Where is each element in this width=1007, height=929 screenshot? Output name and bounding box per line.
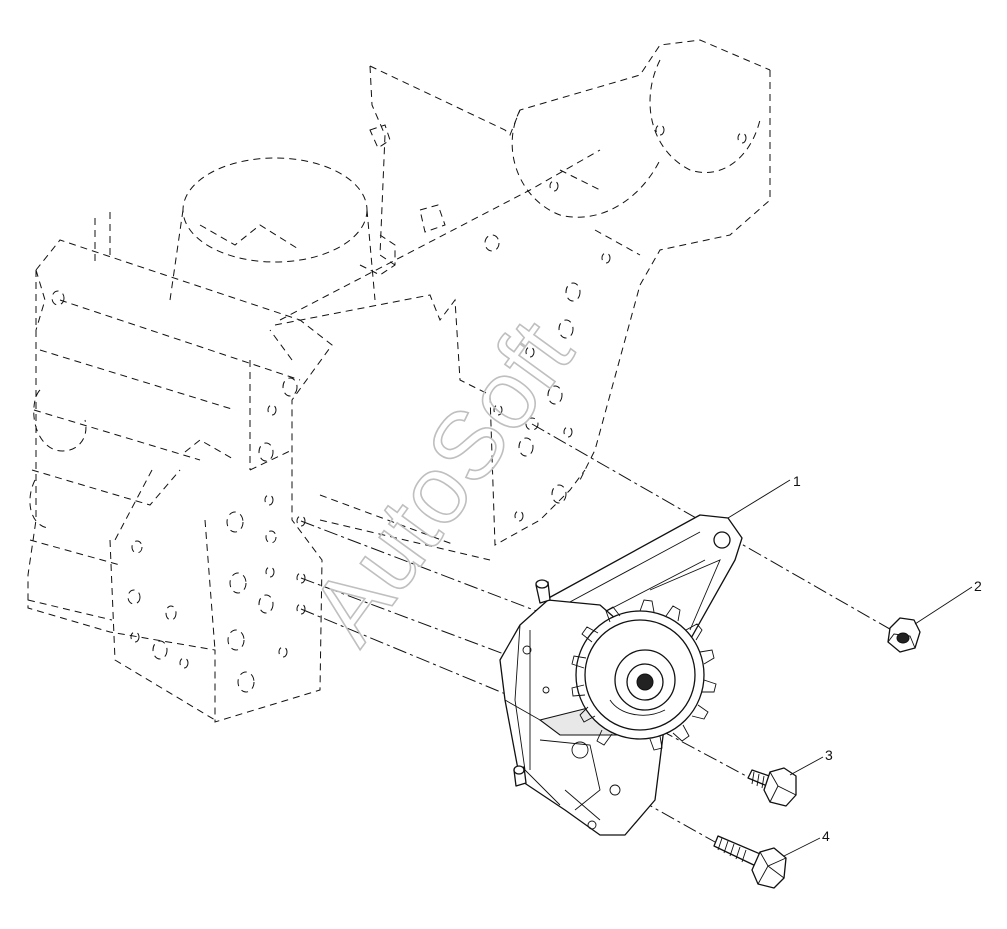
callout-4: 4	[822, 828, 830, 844]
hex-nut	[887, 617, 921, 653]
oil-pump	[499, 514, 743, 836]
long-bolt	[713, 835, 787, 889]
callout-1: 1	[793, 473, 801, 489]
block-bolt-holes	[51, 124, 747, 693]
callout-2: 2	[974, 578, 982, 594]
leader-lines	[727, 479, 973, 857]
short-bolt	[747, 767, 797, 807]
callout-3: 3	[825, 747, 833, 763]
drive-gear	[571, 599, 717, 751]
engine-block-outline	[27, 39, 771, 723]
